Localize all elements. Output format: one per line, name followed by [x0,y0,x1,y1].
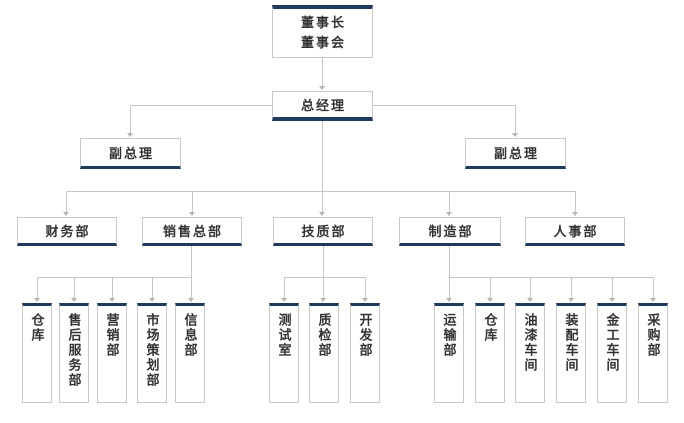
connector-line [323,246,324,298]
arrow-down-icon [319,212,325,216]
unit-marketing-node: 营销部 [97,303,127,403]
connector-line [66,191,67,212]
arrow-down-icon [568,298,574,302]
arrow-down-icon [127,133,133,137]
arrow-down-icon [319,86,325,90]
unit-warehouse-sales-node: 仓库 [22,303,52,403]
arrow-down-icon [189,212,195,216]
connector-line [37,277,191,278]
unit-marketing-label: 营销部 [104,313,120,358]
unit-metalwork-workshop-label: 金工车间 [604,313,620,373]
connector-line [322,57,323,86]
arrow-down-icon [446,212,452,216]
connector-line [490,277,491,298]
dept-hr-node: 人事部 [525,217,625,246]
arrow-down-icon [362,298,368,302]
connector-line [130,105,131,133]
arrow-down-icon [109,298,115,302]
arrow-down-icon [149,298,155,302]
dept-hr-label: 人事部 [553,224,599,239]
dept-manufacturing-node: 制造部 [399,217,501,246]
unit-assembly-workshop-node: 装配车间 [556,303,586,403]
unit-paint-workshop-label: 油漆车间 [522,313,538,373]
unit-paint-workshop-node: 油漆车间 [515,303,545,403]
unit-after-sales-service-node: 售后服务部 [59,303,89,403]
arrow-down-icon [527,298,533,302]
connector-line [575,191,576,212]
unit-market-planning-label: 市场策划部 [144,313,160,388]
dept-tech-quality-label: 技质部 [301,224,347,239]
connector-line [449,246,450,298]
connector-line [530,277,531,298]
arrow-down-icon [487,298,493,302]
arrow-down-icon [609,298,615,302]
unit-test-room-label: 测试室 [276,313,292,358]
deputy-manager-left-node: 副总理 [80,138,181,169]
chairman-label: 董事长 [300,15,346,30]
connector-line [373,105,515,106]
arrow-down-icon [71,298,77,302]
connector-line [112,277,113,298]
connector-line [130,105,272,106]
unit-information-node: 信息部 [175,303,205,403]
dept-manufacturing-label: 制造部 [428,224,474,239]
unit-quality-inspection-node: 质检部 [309,303,339,403]
connector-line [192,191,193,212]
arrow-down-icon [320,298,326,302]
unit-warehouse-sales-label: 仓库 [29,313,45,343]
connector-line [612,277,613,298]
unit-transport-node: 运输部 [434,303,464,403]
unit-development-node: 开发部 [350,303,380,403]
dept-sales-hq-node: 销售总部 [142,217,242,246]
connector-line [449,191,450,212]
unit-purchasing-label: 采购部 [645,313,661,358]
connector-line [66,191,576,192]
arrow-down-icon [281,298,287,302]
connector-line [284,277,285,298]
connector-line [284,277,365,278]
connector-line [449,277,653,278]
unit-assembly-workshop-label: 装配车间 [563,313,579,373]
unit-after-sales-service-label: 售后服务部 [66,313,82,388]
connector-line [37,277,38,298]
unit-warehouse-mfg-node: 仓库 [475,303,505,403]
chairman-board-node: 董事长 董事会 [272,5,373,58]
connector-line [152,277,153,298]
unit-warehouse-mfg-label: 仓库 [482,313,498,343]
unit-information-label: 信息部 [182,313,198,358]
connector-line [322,121,323,212]
dept-tech-quality-node: 技质部 [273,217,373,246]
unit-development-label: 开发部 [357,313,373,358]
dept-sales-hq-label: 销售总部 [162,224,223,239]
connector-line [191,246,192,298]
arrow-down-icon [572,212,578,216]
unit-quality-inspection-label: 质检部 [316,313,332,358]
arrow-down-icon [512,133,518,137]
general-manager-node: 总经理 [272,91,373,121]
connector-line [74,277,75,298]
deputy-manager-right-label: 副总理 [493,146,539,161]
dept-finance-label: 财务部 [45,224,91,239]
connector-line [365,277,366,298]
general-manager-label: 总经理 [300,98,346,113]
deputy-manager-left-label: 副总理 [108,146,154,161]
unit-transport-label: 运输部 [441,313,457,358]
connector-line [571,277,572,298]
arrow-down-icon [63,212,69,216]
arrow-down-icon [34,298,40,302]
unit-purchasing-node: 采购部 [638,303,668,403]
connector-line [653,277,654,298]
arrow-down-icon [650,298,656,302]
unit-test-room-node: 测试室 [269,303,299,403]
dept-finance-node: 财务部 [17,217,117,246]
connector-line [515,105,516,133]
arrow-down-icon [446,298,452,302]
deputy-manager-right-node: 副总理 [465,138,566,169]
unit-market-planning-node: 市场策划部 [137,303,167,403]
unit-metalwork-workshop-node: 金工车间 [597,303,627,403]
arrow-down-icon [188,298,194,302]
board-label: 董事会 [300,35,346,50]
